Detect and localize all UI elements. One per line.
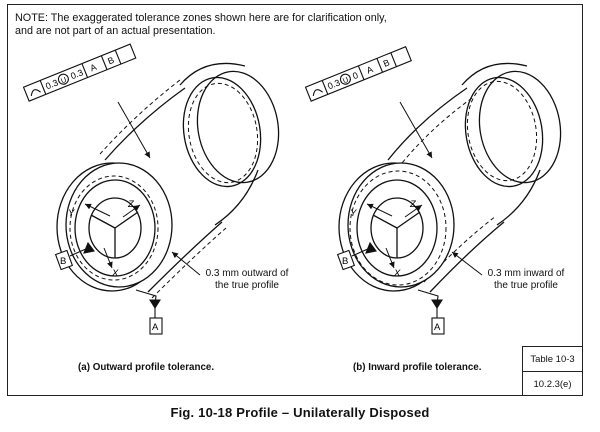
panel-a-datum-a-label: A: [152, 322, 159, 333]
panel-a-caption: (a) Outward profile tolerance.: [78, 362, 215, 373]
panel-b-part: [338, 62, 562, 293]
panel-b-caption: (b) Inward profile tolerance.: [353, 362, 482, 373]
panel-a-axis-x: X: [111, 268, 119, 279]
panel-b-fcf-modifier: U: [341, 75, 349, 85]
panel-a-annotation-line1: 0.3 mm outward of: [205, 268, 289, 279]
panel-b-axis-x: X: [393, 268, 401, 279]
table-reference: Table 10-3 10.2.3(e): [522, 346, 583, 396]
note-line-2: and are not part of an actual presentati…: [15, 25, 216, 37]
panel-b-axes: [366, 203, 423, 269]
panel-b-datum-b: [336, 241, 377, 271]
panel-a-datum-b-label: B: [60, 256, 66, 267]
panel-b-datum-a: [417, 289, 445, 335]
note-text: NOTE: The exaggerated tolerance zones sh…: [15, 12, 435, 38]
panel-a-axis-z: Z: [127, 199, 135, 210]
panel-b-annotation: 0.3 mm inward of the true profile: [472, 268, 580, 292]
panel-a-datum-b: [54, 241, 95, 271]
panel-b-leader: [451, 251, 483, 276]
panel-b-annotation-line2: the true profile: [494, 280, 558, 291]
panel-a-fcf-datum2: B: [106, 55, 115, 67]
panel-a-annotation: 0.3 mm outward of the true profile: [192, 268, 302, 292]
panel-a-fcf-value2: 0.3: [69, 67, 84, 81]
panel-b-annotation-line1: 0.3 mm inward of: [487, 268, 565, 279]
panel-a-annotation-line2: the true profile: [215, 280, 279, 291]
panel-b-feature-control-frame: [304, 46, 412, 102]
panel-b-fcf-datum2: B: [382, 57, 391, 69]
panel-a-axes: [84, 203, 141, 269]
panel-b-datum-b-label: B: [342, 256, 348, 267]
panel-a-datum-a: [135, 289, 163, 335]
panel-b-fcf-datum1: A: [365, 64, 374, 76]
panel-b-axis-z: Z: [409, 199, 417, 210]
figure-title: Fig. 10-18 Profile – Unilaterally Dispos…: [170, 405, 430, 420]
panel-a-part: [56, 62, 280, 299]
panel-b-fcf-value2: 0: [351, 70, 359, 81]
panel-a-fcf-value1: 0.3: [44, 77, 59, 91]
panel-a-fcf-datum1: A: [89, 62, 98, 74]
note-line-1: NOTE: The exaggerated tolerance zones sh…: [15, 12, 387, 24]
panel-a-feature-control-frame: [22, 43, 137, 102]
figure-frame: [7, 4, 583, 396]
panel-a-fcf-modifier: U: [59, 75, 67, 85]
panel-b-fcf-value1: 0.3: [326, 77, 341, 91]
panel-b-datum-a-label: A: [434, 322, 441, 333]
panel-b-axis-y: Y: [350, 208, 357, 219]
panel-a-leader: [171, 251, 201, 276]
panel-a-axis-y: Y: [68, 208, 75, 219]
table-reference-row1: Table 10-3: [530, 353, 575, 365]
table-reference-row2: 10.2.3(e): [523, 371, 582, 396]
